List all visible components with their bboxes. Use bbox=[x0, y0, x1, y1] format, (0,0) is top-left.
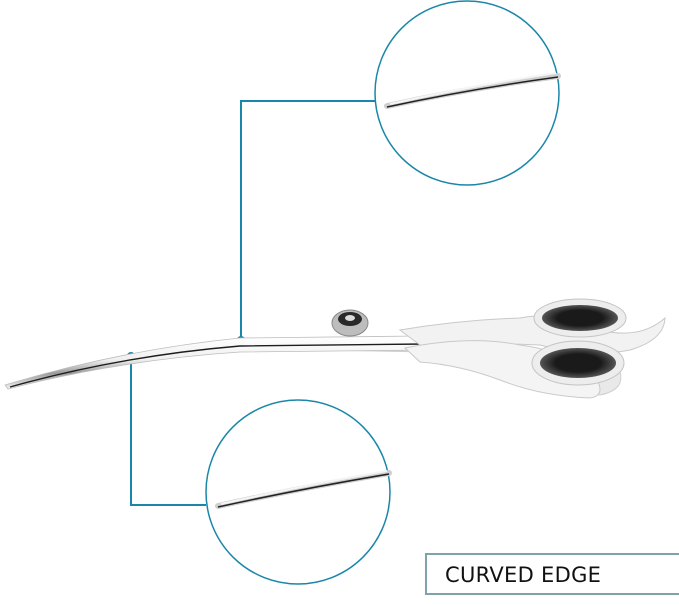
feature-label: CURVED EDGE bbox=[445, 563, 602, 587]
upper-zoom-circle bbox=[374, 0, 561, 186]
upper-callout-connector bbox=[237, 100, 375, 344]
lower-zoom-circle bbox=[205, 399, 392, 585]
scissors-image bbox=[4, 298, 666, 399]
feature-label-box: CURVED EDGE bbox=[425, 553, 679, 595]
lower-callout-connector bbox=[127, 352, 206, 506]
